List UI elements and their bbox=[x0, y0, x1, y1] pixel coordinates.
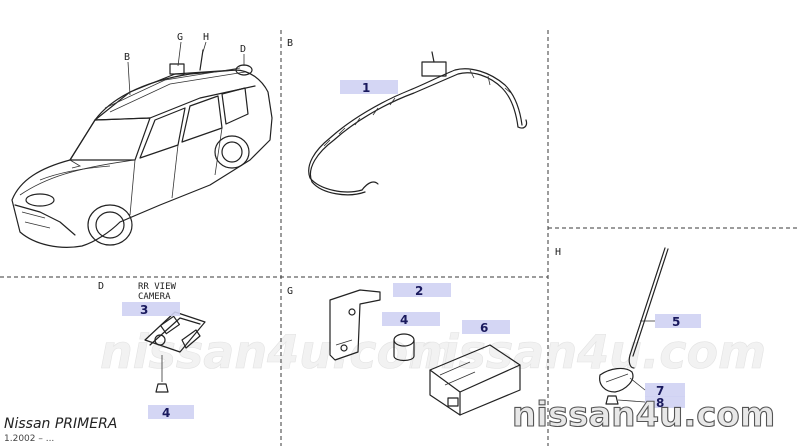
section-label-h: H bbox=[555, 247, 561, 258]
part-number-2: 2 bbox=[415, 284, 423, 298]
brand-logo: nissan4u.com bbox=[512, 395, 775, 435]
part-number-6: 6 bbox=[480, 321, 488, 335]
section-dividers bbox=[0, 30, 800, 446]
watermark: nissan4u.com bbox=[100, 325, 456, 379]
part-number-8: 8 bbox=[656, 396, 664, 410]
part-number-1: 1 bbox=[362, 81, 370, 95]
car-callout-g: G bbox=[177, 32, 183, 43]
part-number-4-bottom: 4 bbox=[162, 406, 170, 420]
nut bbox=[393, 333, 415, 362]
part-number-4-top: 4 bbox=[400, 313, 408, 327]
car-callout-d: D bbox=[240, 44, 246, 55]
camera-caption-line2: CAMERA bbox=[138, 292, 171, 302]
section-label-d: D bbox=[98, 281, 104, 292]
car-callout-h: H bbox=[203, 32, 209, 43]
section-label-g: G bbox=[287, 286, 293, 297]
part-number-3: 3 bbox=[140, 303, 148, 317]
model-date: 1.2002 – ... bbox=[4, 434, 54, 444]
control-module bbox=[429, 344, 521, 416]
antenna bbox=[599, 247, 669, 405]
model-name: Nissan PRIMERA bbox=[4, 416, 117, 432]
car-callout-b: B bbox=[124, 52, 130, 63]
part-tags: 1 2 3 4 4 5 6 7 8 bbox=[122, 80, 701, 420]
wiring-harness bbox=[308, 51, 528, 196]
bracket-assembly bbox=[329, 289, 381, 361]
part-number-5: 5 bbox=[672, 315, 680, 329]
rear-view-camera bbox=[144, 311, 206, 393]
car-illustration bbox=[11, 41, 273, 248]
section-label-b: B bbox=[287, 38, 293, 49]
part-number-7: 7 bbox=[656, 384, 664, 398]
camera-caption-line1: RR VIEW bbox=[138, 282, 177, 292]
